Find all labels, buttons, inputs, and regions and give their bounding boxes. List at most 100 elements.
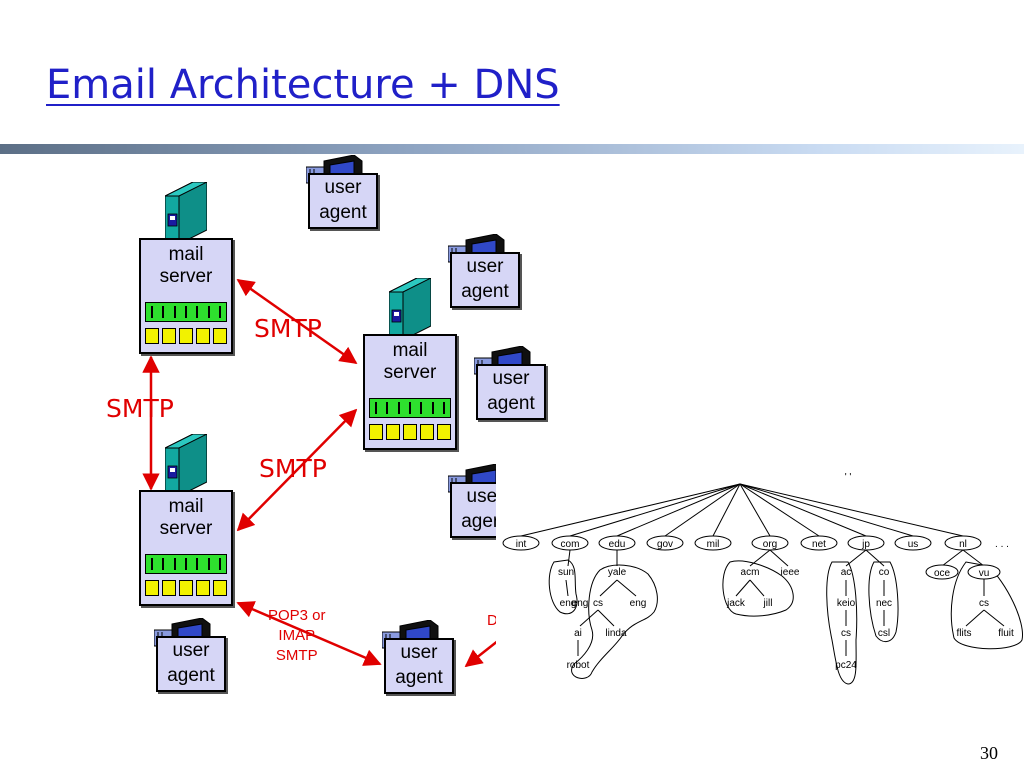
root-edge-edu xyxy=(616,483,741,537)
tld-node-int xyxy=(502,535,540,551)
edge-yale-eng xyxy=(616,579,637,597)
root-edge-us xyxy=(739,483,914,537)
server-tower-icon xyxy=(165,434,207,496)
server-tower-icon xyxy=(165,182,207,244)
node-robot: robot xyxy=(567,660,590,671)
tld-label-nl: nl xyxy=(959,539,967,550)
smtp-arrow-server1-server2 xyxy=(236,278,358,365)
node-yale-cs: cs xyxy=(593,598,603,609)
node-ai: ai xyxy=(574,628,582,639)
zone-outline-acm xyxy=(722,560,794,617)
user-agent-line1: user xyxy=(466,486,504,507)
node-nec: nec xyxy=(876,598,892,609)
tld-node-net xyxy=(800,535,838,551)
mail-server-1: mail server xyxy=(139,182,299,362)
led-strip-icon xyxy=(145,554,227,574)
node-yale-eng: eng xyxy=(630,598,647,609)
mail-server-box: mail server xyxy=(139,490,233,606)
node-csl: csl xyxy=(878,628,890,639)
user-agent-box: user agent xyxy=(308,173,378,229)
node-vu-cs: cs xyxy=(979,598,989,609)
root-edge-mil xyxy=(712,483,741,537)
tld-more-ellipsis: . . . xyxy=(995,539,1009,550)
user-agent-box: user agent xyxy=(156,636,226,692)
root-edge-gov xyxy=(664,483,741,537)
mail-server-label-line2: server xyxy=(159,518,213,539)
mail-server-label-line1: mail xyxy=(168,244,204,265)
root-edge-jp xyxy=(739,483,867,537)
node-pc24: pc24 xyxy=(835,660,857,671)
mail-server-label-line2: server xyxy=(383,362,437,383)
edge-jp-co xyxy=(865,549,885,567)
mail-server-2: mail server xyxy=(363,278,523,458)
user-agent-3: user agent xyxy=(472,346,552,426)
user-agent-line1: user xyxy=(492,368,530,389)
node-keio: keio xyxy=(837,598,856,609)
pop3-label-line3: SMTP xyxy=(275,647,318,664)
node-linda: linda xyxy=(605,628,627,639)
drive-slots-icon xyxy=(145,328,227,344)
edge-cs-linda xyxy=(597,609,615,627)
edge-nl-oce xyxy=(941,549,964,567)
tld-label-net: net xyxy=(812,539,826,550)
user-agent-line2: agent xyxy=(167,665,215,686)
tld-node-mil xyxy=(694,535,732,551)
pop3-arrow-server3-agent xyxy=(236,601,382,666)
root-edge-com xyxy=(569,483,741,537)
edge-yale-cs xyxy=(599,579,618,597)
pop3-label-line2: IMAP xyxy=(278,627,316,644)
node-co: co xyxy=(879,567,890,578)
edge-com-sun xyxy=(567,549,571,567)
edge-cs-flits xyxy=(965,609,985,627)
node-oce: oce xyxy=(934,568,951,579)
tld-label-edu: edu xyxy=(609,539,626,550)
led-strip-icon xyxy=(369,398,451,418)
edge-org-ieee xyxy=(769,549,789,567)
user-agent-line1: user xyxy=(400,642,438,663)
user-agent-line1: user xyxy=(466,256,504,277)
node-yale: yale xyxy=(608,567,627,578)
edge-cs-fluit xyxy=(983,609,1005,627)
tld-label-org: org xyxy=(763,539,777,550)
page-number: 30 xyxy=(980,743,998,763)
user-agent-line2: agent xyxy=(395,667,443,688)
edge-acm-jill xyxy=(749,579,765,597)
smtp-label-upper: SMTP xyxy=(254,314,322,343)
tld-node-us xyxy=(894,535,932,551)
user-agent-box: user agent xyxy=(384,638,454,694)
root-edge-net xyxy=(739,483,820,537)
edge-sun-eng xyxy=(565,579,569,597)
title-divider-bar xyxy=(0,144,1024,154)
mail-server-label: mail server xyxy=(141,496,231,540)
edge-acm-jack xyxy=(735,579,751,597)
user-agent-6: user agent xyxy=(380,620,460,700)
zone-outline-yale xyxy=(571,564,658,679)
zone-outline-vu xyxy=(950,561,1024,650)
node-keio-cs: cs xyxy=(841,628,851,639)
zone-outline-com xyxy=(548,559,578,615)
tld-label-gov: gov xyxy=(657,539,673,550)
mail-server-label-line1: mail xyxy=(168,496,204,517)
node-oce-oval xyxy=(925,564,959,580)
edge-org-acm xyxy=(749,549,771,567)
zone-outline-keio xyxy=(826,561,858,685)
smtp-label-lower: SMTP xyxy=(259,454,327,483)
led-strip-icon xyxy=(145,302,227,322)
root-marks: ' ' xyxy=(845,472,852,483)
node-ac: ac xyxy=(841,567,852,578)
edge-cs-ai xyxy=(579,609,599,627)
node-flits: flits xyxy=(957,628,972,639)
root-edge-org xyxy=(739,483,771,537)
edge-jp-ac xyxy=(845,549,867,567)
user-agent-line1: user xyxy=(324,177,362,198)
user-agent-line1: user xyxy=(172,640,210,661)
node-yale-eng-left: eng xyxy=(572,598,589,609)
drive-slots-icon xyxy=(145,580,227,596)
node-acm: acm xyxy=(741,567,760,578)
smtp-arrow-server3-server2 xyxy=(236,408,358,532)
pop3-imap-smtp-label: POP3 or IMAP SMTP xyxy=(268,606,326,666)
mail-server-label: mail server xyxy=(365,340,455,384)
node-jill: jill xyxy=(763,598,773,609)
tld-label-us: us xyxy=(908,539,919,550)
